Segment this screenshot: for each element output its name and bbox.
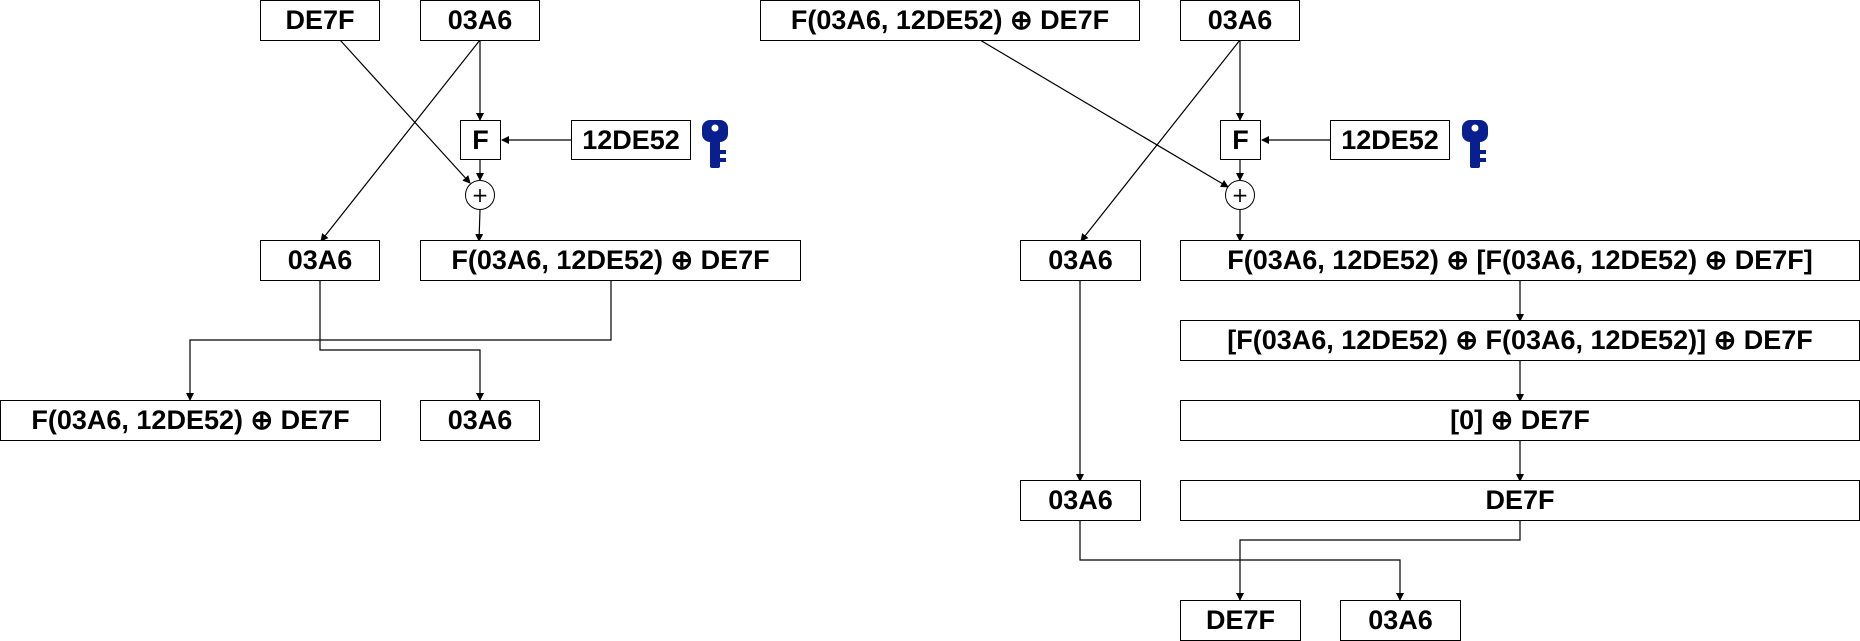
right-mid-right-box: F(03A6, 12DE52) ⊕ [F(03A6, 12DE52) ⊕ DE7… xyxy=(1180,240,1860,281)
left-input-right-box: 03A6 xyxy=(420,0,540,41)
left-input-left-box: DE7F xyxy=(260,0,380,41)
arrow-left-r-to-midl xyxy=(320,39,481,242)
left-key-box: 12DE52 xyxy=(571,120,691,160)
right-output-right-box: 03A6 xyxy=(1340,600,1461,641)
right-step2-box: [0] ⊕ DE7F xyxy=(1180,400,1860,441)
right-input-left-box: F(03A6, 12DE52) ⊕ DE7F xyxy=(760,0,1140,41)
arrow-left-midl-to-outr xyxy=(319,280,484,401)
left-mid-left-box: 03A6 xyxy=(260,240,380,281)
arrow-left-xor-to-midr xyxy=(475,209,484,242)
left-output-left-box: F(03A6, 12DE52) ⊕ DE7F xyxy=(0,400,381,441)
right-low-left-box: 03A6 xyxy=(1020,480,1141,521)
right-step3-box: DE7F xyxy=(1180,480,1860,521)
key-icon xyxy=(702,120,728,168)
right-mid-left-box: 03A6 xyxy=(1020,240,1141,281)
right-key-box: 12DE52 xyxy=(1330,120,1450,160)
left-f-function-box: F xyxy=(460,120,501,160)
left-mid-right-box: F(03A6, 12DE52) ⊕ DE7F xyxy=(420,240,801,281)
right-output-left-box: DE7F xyxy=(1180,600,1301,641)
left-output-right-box: 03A6 xyxy=(420,400,540,441)
key-icon xyxy=(1462,120,1488,168)
arrow-right-lowl-to-outr xyxy=(1079,520,1404,601)
right-xor-circle: + xyxy=(1225,180,1255,210)
arrow-left-l-to-xor xyxy=(339,39,471,184)
arrow-right-step3-to-outl xyxy=(1236,520,1521,601)
arrow-right-r-to-midl xyxy=(1080,39,1241,242)
right-input-right-box: 03A6 xyxy=(1180,0,1300,41)
arrow-right-l-to-xor xyxy=(979,39,1229,188)
left-xor-circle: + xyxy=(465,180,495,210)
arrow-left-midr-to-outl xyxy=(186,280,612,401)
right-step1-box: [F(03A6, 12DE52) ⊕ F(03A6, 12DE52)] ⊕ DE… xyxy=(1180,320,1860,361)
right-f-function-box: F xyxy=(1220,120,1261,160)
